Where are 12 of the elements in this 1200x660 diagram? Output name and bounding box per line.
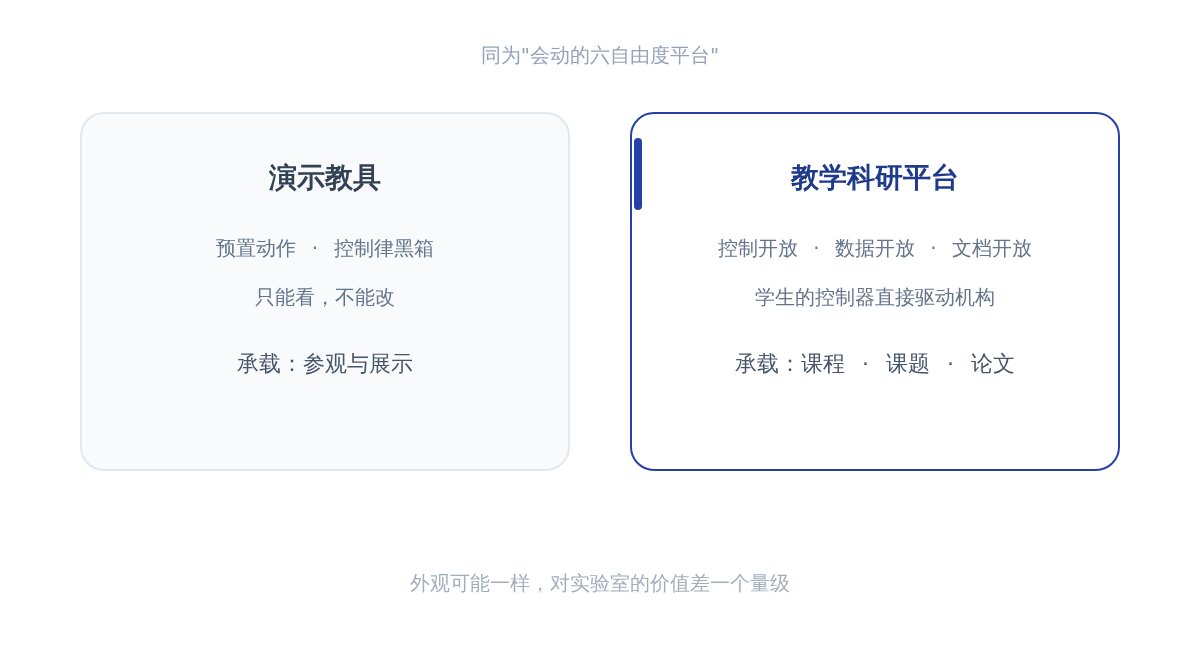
feature-text: 预置动作 · 控制律黑箱 bbox=[216, 235, 434, 262]
card bbox=[80, 112, 570, 471]
usage-text: 承载：课程 · 课题 · 论文 bbox=[735, 350, 1015, 378]
card-heading: 演示教具 bbox=[269, 160, 381, 196]
usage-text: 承载：参观与展示 bbox=[237, 350, 413, 378]
diagram-title: 同为"会动的六自由度平台" bbox=[480, 42, 720, 69]
description-text: 学生的控制器直接驱动机构 bbox=[755, 284, 995, 311]
diagram-caption: 外观可能一样，对实验室的价值差一个量级 bbox=[410, 570, 790, 597]
description-text: 只能看，不能改 bbox=[255, 284, 395, 311]
card bbox=[630, 112, 1120, 471]
card-heading: 教学科研平台 bbox=[791, 160, 959, 196]
feature-text: 控制开放 · 数据开放 · 文档开放 bbox=[717, 235, 1033, 262]
